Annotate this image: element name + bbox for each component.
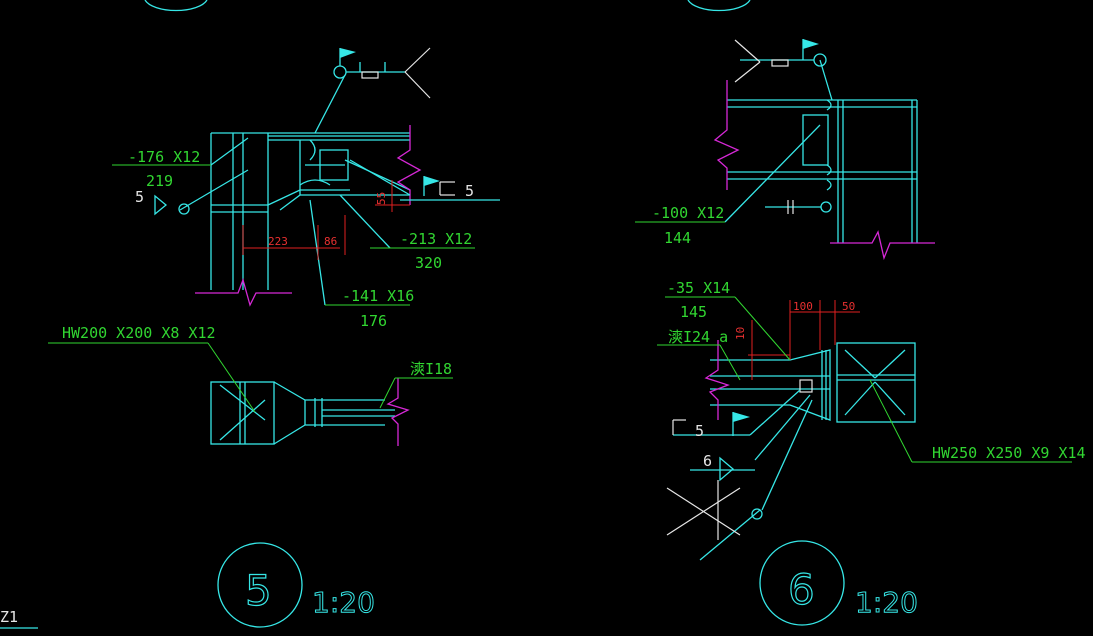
d6-plate-b-length: 145 <box>680 303 707 321</box>
dim-223: 223 <box>268 235 288 248</box>
detail5-number: 5 <box>245 566 272 615</box>
beam-section-label: 漺I18 <box>410 360 452 378</box>
weld-size-left: 5 <box>135 188 144 206</box>
plate-a-label: -176 X12 <box>128 148 200 166</box>
plate-c-label: -141 X16 <box>342 287 414 305</box>
d6-plate-b-label: -35 X14 <box>667 279 730 297</box>
detail6-number: 6 <box>788 565 815 614</box>
top-circle-left <box>144 0 208 12</box>
weld-arrow-icon <box>154 194 168 216</box>
d6-dim-50: 50 <box>842 300 855 313</box>
weld-flag-icon <box>803 39 819 49</box>
column-section-label: HW200 X200 X8 X12 <box>62 324 216 342</box>
detail5-elevation <box>178 47 500 307</box>
dim-86: 86 <box>324 235 337 248</box>
weld-flag-icon <box>340 48 356 58</box>
dim-55: 55 <box>375 192 388 205</box>
plate-b-label: -213 X12 <box>400 230 472 248</box>
detail6-scale: 1:20 <box>855 586 918 619</box>
d6-plate-a-label: -100 X12 <box>652 204 724 222</box>
detail6-circle <box>759 540 845 626</box>
plate-c-length: 176 <box>360 312 387 330</box>
d6-dim-10: 10 <box>734 327 747 340</box>
d6-beam-label: 漺I24 a <box>668 328 728 346</box>
detail6-elevation <box>713 39 935 261</box>
plate-a-length: 219 <box>146 172 173 190</box>
detail6-plan <box>666 300 916 561</box>
d6-weld-b: 6 <box>703 452 712 470</box>
weld-flag-icon <box>424 176 440 186</box>
plate-b-length: 320 <box>415 254 442 272</box>
d6-dim-100: 100 <box>793 300 813 313</box>
detail5-circle <box>217 542 303 628</box>
top-circle-right <box>687 0 751 12</box>
d6-weld-a: 5 <box>695 422 704 440</box>
detail5-plan <box>210 378 410 446</box>
weld-arrow-icon <box>719 456 735 482</box>
d6-column-label: HW250 X250 X9 X14 <box>932 444 1086 462</box>
detail5-scale: 1:20 <box>312 586 375 619</box>
weld-flag-icon <box>733 412 750 422</box>
corner-label: Z1 <box>0 608 18 626</box>
d6-plate-a-length: 144 <box>664 229 691 247</box>
weld-size-right: 5 <box>465 182 474 200</box>
